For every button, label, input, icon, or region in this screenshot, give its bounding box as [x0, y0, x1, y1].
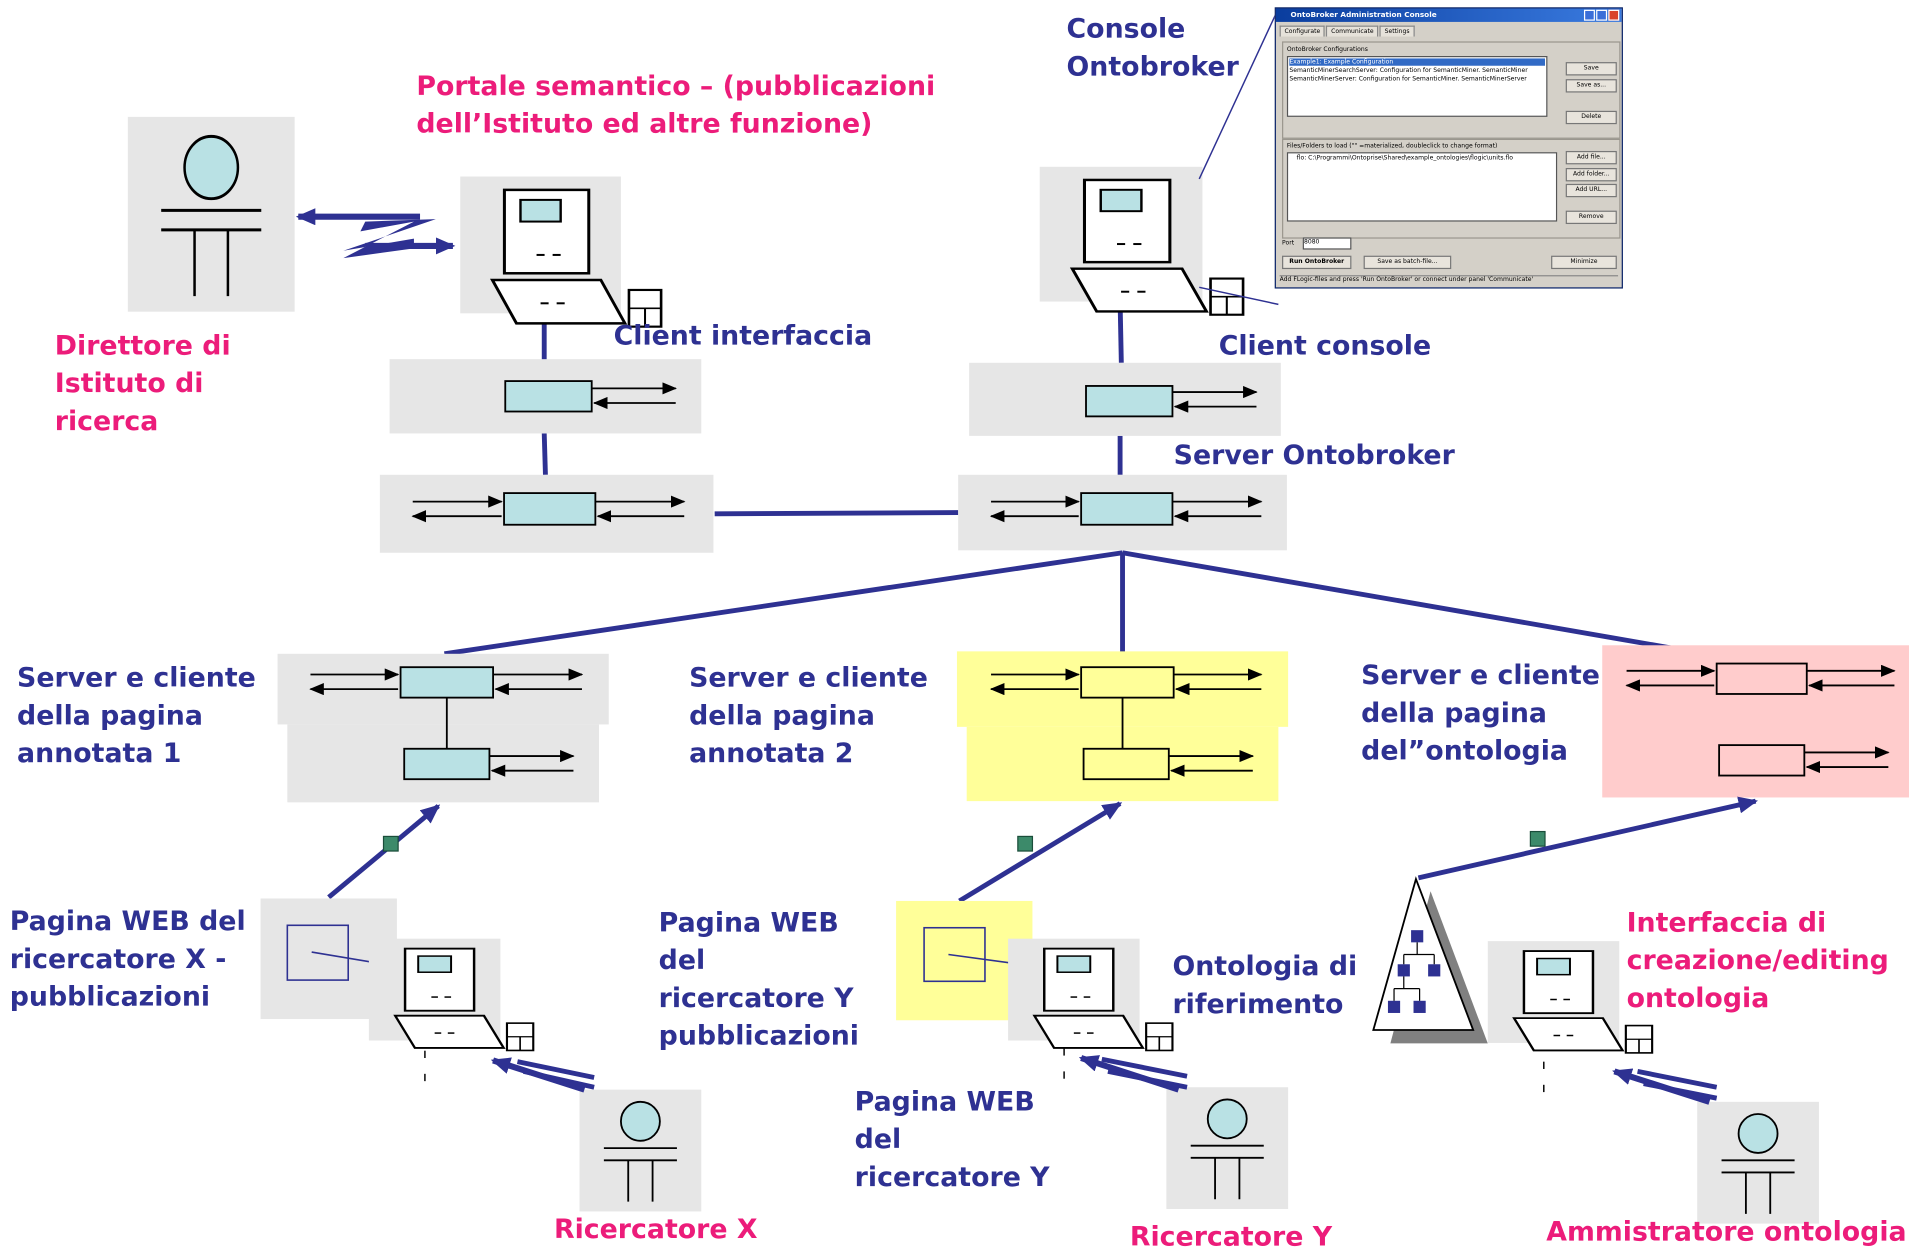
- configurations-group: [1282, 41, 1621, 139]
- status-bar: Add FLogic-files and press 'Run OntoBrok…: [1279, 275, 1619, 284]
- direttore-link: [295, 208, 456, 259]
- ricercatore-x-computer-icon: [367, 937, 535, 1052]
- portale-computer-icon: [458, 175, 663, 329]
- portale-server-box: [379, 474, 714, 553]
- console-ontobroker-label: Console Ontobroker: [1066, 14, 1239, 83]
- port-select[interactable]: 8080: [1302, 237, 1352, 250]
- console-title: OntoBroker Administration Console: [1290, 10, 1437, 20]
- port-label: Port: [1282, 239, 1295, 248]
- pagina-web-x-label: Pagina WEB del ricercatore X - pubblicaz…: [9, 907, 246, 1013]
- upward-links: [327, 796, 1759, 904]
- console-callout-line-top: [1198, 8, 1280, 180]
- save-button[interactable]: Save: [1565, 62, 1617, 76]
- maximize-window-icon[interactable]: [1596, 9, 1608, 21]
- run-ontobroker-button[interactable]: Run OntoBroker: [1282, 255, 1352, 270]
- ontologia-triangle-icon: [1372, 876, 1488, 1044]
- add-folder-button[interactable]: Add folder...: [1565, 168, 1617, 182]
- client-console-box: [969, 362, 1281, 436]
- console-computer-icon: [1038, 165, 1245, 317]
- client-interfaccia-box: [389, 359, 702, 434]
- ricercatore-y-person-icon: [1165, 1086, 1290, 1210]
- config-item-3[interactable]: SemanticMinerServer: Configuration for S…: [1289, 75, 1527, 83]
- client-console-label: Client console: [1218, 331, 1432, 362]
- pagina-web-y-pubblicazioni-label: Pagina WEB del ricercatore Y pubblicazio…: [658, 908, 860, 1052]
- files-group-label: Files/Folders to load ("" =materialized,…: [1286, 142, 1498, 150]
- ricercatore-x-label: Ricercatore X: [553, 1215, 758, 1246]
- ricercatore-y-label: Ricercatore Y: [1129, 1222, 1333, 1253]
- ricercatore-x-person-icon: [578, 1088, 703, 1213]
- server-ontobroker-label: Server Ontobroker: [1173, 440, 1455, 472]
- pagina-annotata-1-box: [277, 653, 609, 803]
- ontologia-riferimento-label: Ontologia di riferimento: [1172, 952, 1358, 1021]
- tab-communicate[interactable]: Communicate: [1326, 25, 1379, 37]
- pagina-annotata-2-box: [956, 651, 1289, 802]
- amministratore-label: Ammistratore ontologia: [1546, 1217, 1907, 1248]
- pagina-ontologia-box: [1602, 645, 1909, 798]
- close-window-icon[interactable]: [1608, 9, 1620, 21]
- delete-button[interactable]: Delete: [1565, 110, 1617, 125]
- add-url-button[interactable]: Add URL...: [1565, 183, 1617, 198]
- minimize-window-icon[interactable]: [1583, 9, 1595, 21]
- config-item-2[interactable]: SemanticMinerSearchServer: Configuration…: [1289, 66, 1528, 75]
- server-ontobroker-box: [958, 474, 1287, 551]
- add-file-button[interactable]: Add file...: [1565, 150, 1617, 165]
- interfaccia-editing-label: Interfaccia di creazione/editing ontolog…: [1626, 908, 1889, 1015]
- direttore-label: Direttore di Istituto di ricerca: [54, 331, 231, 438]
- remove-button[interactable]: Remove: [1565, 210, 1617, 225]
- files-group: [1282, 138, 1621, 239]
- server-cliente-ontologia-label: Server e cliente della pagina del”ontolo…: [1361, 661, 1600, 768]
- console-tabs: Configurate Communicate Settings: [1279, 25, 1416, 37]
- file-item[interactable]: flo: C:\Programmi\Ontoprise\Shared\examp…: [1296, 154, 1514, 162]
- console-callout-line-bottom: [1199, 286, 1279, 306]
- tab-configurate[interactable]: Configurate: [1279, 25, 1326, 37]
- configurations-group-label: OntoBroker Configurations: [1286, 46, 1368, 54]
- save-batch-file-button[interactable]: Save as batch-file...: [1363, 255, 1452, 270]
- ontobroker-console-window: OntoBroker Administration Console Config…: [1274, 7, 1623, 289]
- person-links: [490, 1055, 1718, 1105]
- ricercatore-y-computer-icon: [1006, 937, 1174, 1052]
- minimize-button[interactable]: Minimize: [1551, 255, 1617, 270]
- pagina-web-y-label: Pagina WEB del ricercatore Y: [854, 1087, 1050, 1194]
- console-titlebar: OntoBroker Administration Console: [1275, 8, 1622, 22]
- tab-settings[interactable]: Settings: [1379, 25, 1415, 37]
- configurations-list[interactable]: Example1: Example Configuration Semantic…: [1286, 56, 1548, 117]
- amministratore-person-icon: [1696, 1100, 1820, 1225]
- server-cliente-2-label: Server e cliente della pagina annotata 2: [689, 663, 928, 770]
- config-item-1[interactable]: Example1: Example Configuration: [1289, 58, 1546, 66]
- portale-label: Portale semantico – (pubblicazioni dell’…: [416, 71, 936, 141]
- direttore-person-icon: [126, 115, 297, 314]
- client-interfaccia-label: Client interfaccia: [613, 321, 873, 352]
- server-cliente-1-label: Server e cliente della pagina annotata 1: [17, 663, 256, 770]
- files-list[interactable]: flo: C:\Programmi\Ontoprise\Shared\examp…: [1286, 152, 1558, 222]
- save-as-button[interactable]: Save as...: [1565, 79, 1617, 93]
